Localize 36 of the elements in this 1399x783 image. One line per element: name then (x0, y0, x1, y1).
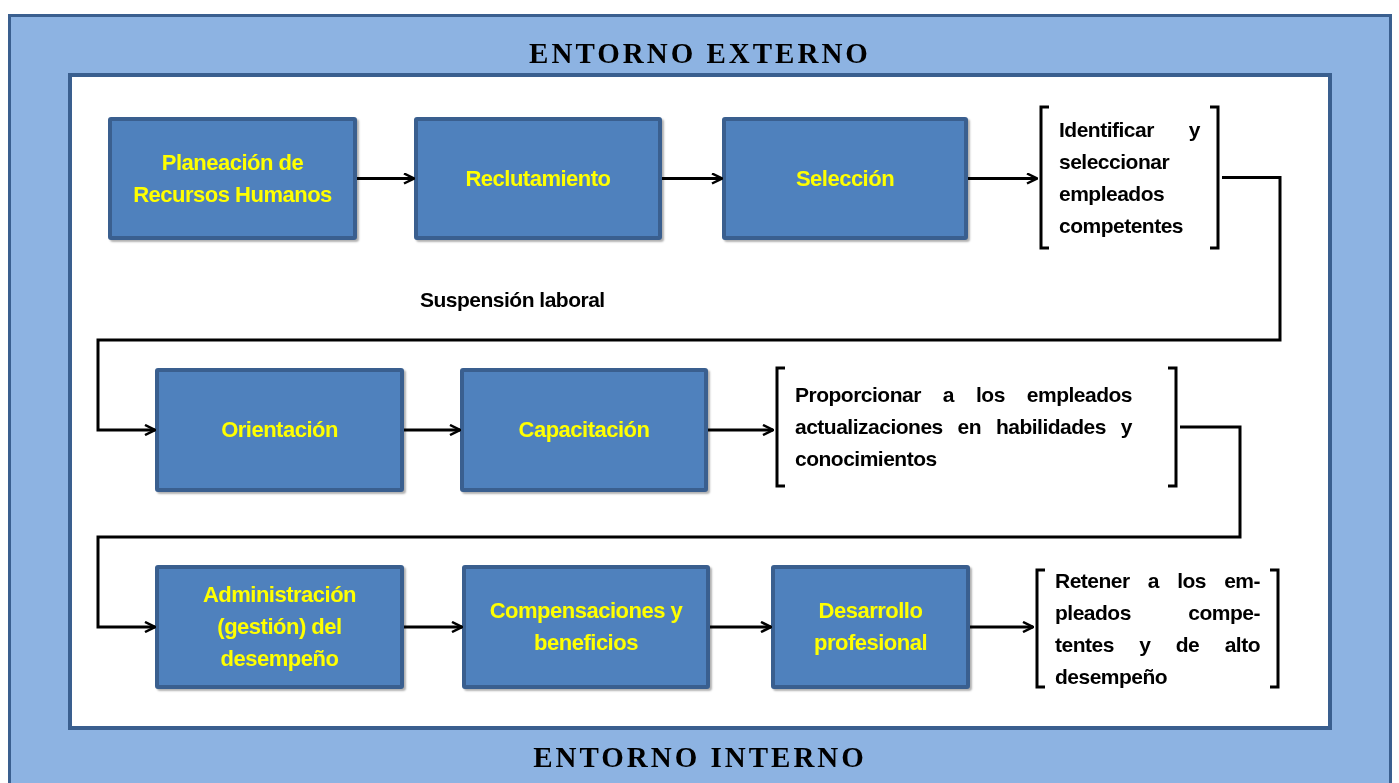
process-box (771, 565, 970, 689)
description-text: Identificar y seleccionar empleados competentes (1059, 116, 1200, 239)
description-text: Retener a los em- pleados compe- tentes y de alto desempeño (1055, 567, 1260, 690)
arrow (96, 425, 1242, 634)
process-box (108, 117, 357, 240)
arrow (662, 172, 724, 185)
process-label: Capacitación (518, 416, 650, 444)
process-label: Selección (795, 164, 895, 193)
arrow (708, 423, 775, 437)
process-label: Compensaciones y beneficios (488, 597, 684, 657)
arrow (970, 620, 1035, 634)
process-box (155, 565, 404, 689)
process-box (462, 565, 710, 689)
process-box (155, 368, 404, 492)
outer-environment-band (8, 14, 1392, 783)
arrow (96, 176, 1282, 437)
process-box (460, 368, 708, 492)
process-label: Administración (gestión) del desempeño (201, 581, 358, 673)
arrow (404, 423, 462, 437)
process-label: Reclutamiento (465, 164, 611, 193)
process-box (414, 117, 662, 240)
bracketed-text-block (1037, 105, 1222, 250)
arrow (404, 620, 464, 634)
arrow (710, 620, 773, 634)
arrow (968, 172, 1039, 185)
arrow (357, 172, 416, 185)
bracketed-text-block (773, 366, 1180, 488)
environment-title: ENTORNO INTERNO (532, 741, 868, 774)
inner-panel (68, 73, 1332, 730)
process-label: Desarrollo profesional (812, 597, 929, 657)
process-box (722, 117, 968, 240)
description-text: Proporcionar a los empleados actualizaciones en habilidades y conocimientos (795, 382, 1132, 472)
environment-title: ENTORNO EXTERNO (528, 37, 872, 70)
process-label: Planeación de Recursos Humanos (132, 148, 333, 209)
bracketed-text-block (1033, 568, 1282, 689)
process-label: Orientación (221, 416, 338, 444)
